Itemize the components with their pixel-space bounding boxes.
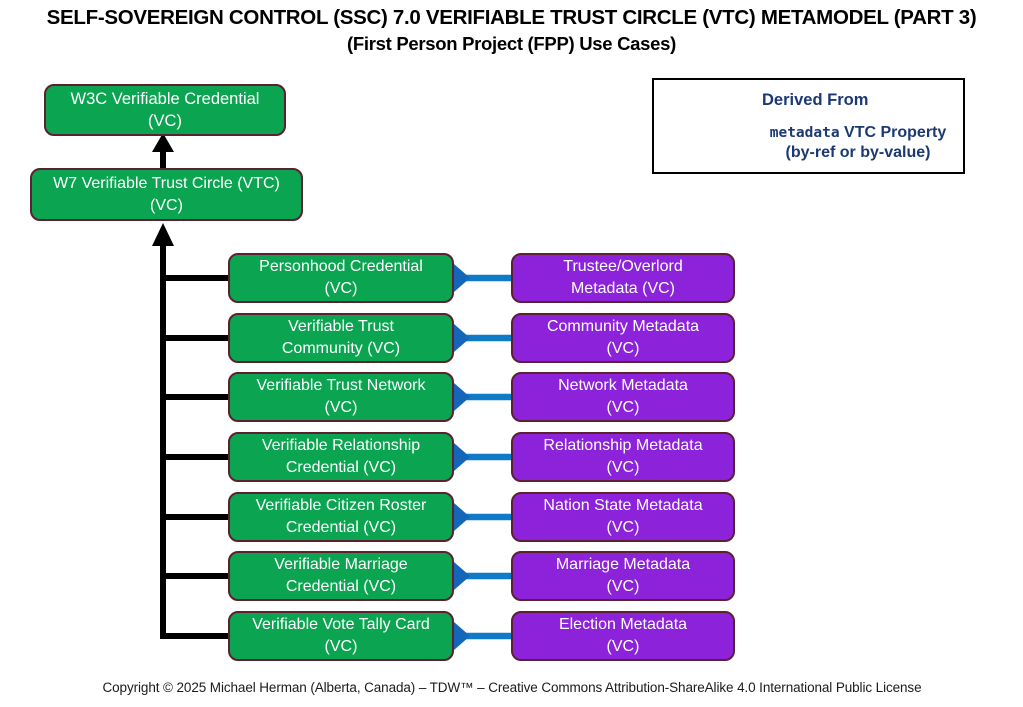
node-label-vc: Community (VC) [281, 340, 401, 357]
node-label: Marriage Metadata [555, 556, 691, 573]
node-verifiable-vote-tally-card: Verifiable Vote Tally Card (VC) [228, 611, 454, 661]
legend-metadata-property-label: metadata VTC Property (by-ref or by-valu… [756, 123, 960, 163]
node-label: Verifiable Trust [288, 318, 394, 335]
node-label: Personhood Credential [259, 258, 423, 275]
node-label-vc: (VC) [606, 578, 640, 595]
derivation-tree [152, 223, 229, 639]
node-label: Verifiable Marriage [274, 556, 408, 573]
node-label-vc: (VC) [606, 399, 640, 416]
node-label: Verifiable Relationship [261, 437, 421, 454]
node-label: Verifiable Vote Tally Card [252, 616, 430, 633]
node-label-vc: (VC) [324, 280, 358, 297]
legend-box [652, 78, 965, 174]
node-network-metadata: Network Metadata (VC) [511, 372, 735, 422]
node-w7-verifiable-trust-circle: W7 Verifiable Trust Circle (VTC) (VC) [30, 168, 303, 221]
node-label-vc: (VC) [606, 638, 640, 655]
node-label: Community Metadata [546, 318, 700, 335]
node-label: Election Metadata [558, 616, 688, 633]
copyright-notice: Copyright © 2025 Michael Herman (Alberta… [102, 680, 922, 695]
node-label: Verifiable Trust Network [256, 377, 426, 394]
node-label: Network Metadata [558, 377, 688, 394]
node-community-metadata: Community Metadata (VC) [511, 313, 735, 363]
node-verifiable-trust-network: Verifiable Trust Network (VC) [228, 372, 454, 422]
node-label: Nation State Metadata [543, 497, 703, 514]
node-marriage-metadata: Marriage Metadata (VC) [511, 551, 735, 601]
node-label-vc: (VC) [324, 638, 358, 655]
node-label: W3C Verifiable Credential [70, 90, 260, 108]
node-label: Trustee/Overlord [563, 258, 683, 275]
node-personhood-credential: Personhood Credential (VC) [228, 253, 454, 303]
page-title: SELF-SOVEREIGN CONTROL (SSC) 7.0 VERIFIA… [46, 6, 977, 29]
node-label-vc: (VC) [606, 340, 640, 357]
node-label-vc: Credential (VC) [285, 459, 397, 476]
node-relationship-metadata: Relationship Metadata (VC) [511, 432, 735, 482]
node-label: W7 Verifiable Trust Circle (VTC) [53, 174, 280, 192]
legend-vtc-property-text: VTC Property [839, 124, 947, 141]
legend-metadata-keyword: metadata [769, 125, 840, 141]
node-label-vc: (VC) [148, 112, 182, 130]
w7-to-w3c-arrow [152, 133, 174, 168]
node-label-vc: (VC) [324, 399, 358, 416]
legend-metadata-property-line2: (by-ref or by-value) [785, 144, 931, 161]
node-w3c-verifiable-credential: W3C Verifiable Credential (VC) [44, 84, 286, 136]
node-label-vc: (VC) [150, 196, 183, 214]
node-label-vc: (VC) [606, 459, 640, 476]
node-nation-state-metadata: Nation State Metadata (VC) [511, 492, 735, 542]
page-subtitle: (First Person Project (FPP) Use Cases) [347, 33, 676, 54]
legend-derived-from-label: Derived From [762, 91, 869, 109]
legend-metadata-property-line1: metadata VTC Property [756, 123, 960, 143]
node-election-metadata: Election Metadata (VC) [511, 611, 735, 661]
node-label: Relationship Metadata [543, 437, 703, 454]
node-label-vc: Credential (VC) [285, 578, 397, 595]
node-label-vc: Credential (VC) [285, 519, 397, 536]
node-label-vc: (VC) [606, 519, 640, 536]
node-label-vc: Metadata (VC) [570, 280, 676, 297]
node-label: Verifiable Citizen Roster [255, 497, 427, 514]
